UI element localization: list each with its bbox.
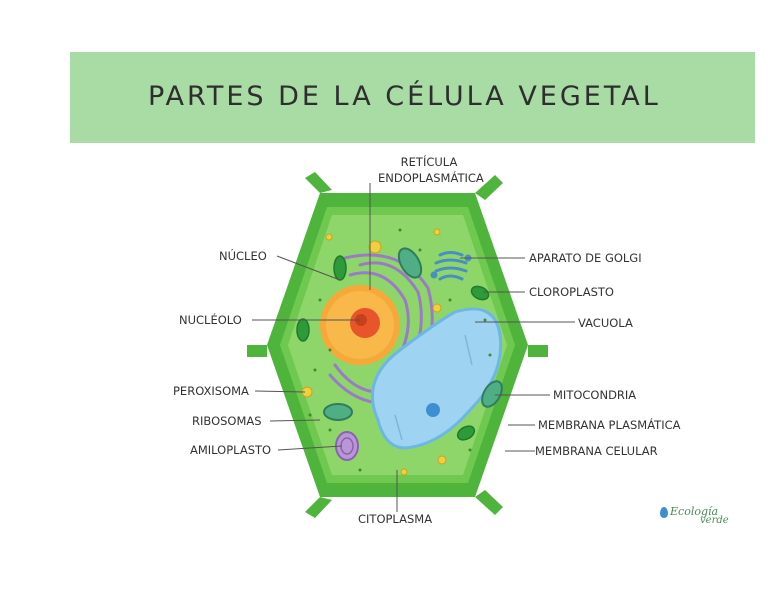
label-ribosomas: RIBOSOMAS: [192, 414, 262, 428]
water-drop-icon: [660, 506, 668, 518]
label-mitocondria: MITOCONDRIA: [553, 388, 637, 402]
ribosomes: [308, 228, 492, 472]
ecologia-verde-logo: Ecología verde: [660, 505, 729, 526]
page-title: PARTES DE LA CÉLULA VEGETAL: [148, 81, 661, 112]
label-amiloplasto: AMILOPLASTO: [190, 443, 272, 457]
chloroplasts: [296, 255, 490, 441]
label-cloroplasto: CLOROPLASTO: [529, 285, 614, 299]
golgi-apparatus: [430, 251, 472, 281]
nucleus: [320, 285, 400, 365]
label-reticula-line2: ENDOPLASMÁTICA: [378, 171, 484, 185]
title-banner: PARTES DE LA CÉLULA VEGETAL: [70, 52, 755, 143]
peroxisomes: [301, 228, 447, 476]
label-membrana-plasmatica: MEMBRANA PLASMÁTICA: [538, 418, 681, 432]
label-vacuola: VACUOLA: [578, 316, 633, 330]
label-reticula-line1: RETÍCULA: [400, 155, 458, 169]
label-membrana-celular: MEMBRANA CELULAR: [535, 444, 658, 458]
mitochondria: [323, 247, 503, 421]
label-nucleo: NÚCLEO: [219, 249, 267, 263]
leader-lines: [252, 183, 575, 512]
label-nucleolo: NUCLÉOLO: [179, 313, 242, 327]
vacuole: [370, 307, 503, 450]
label-golgi: APARATO DE GOLGI: [529, 251, 642, 265]
label-citoplasma: CITOPLASMA: [358, 512, 433, 526]
label-peroxisoma: PEROXISOMA: [173, 384, 249, 398]
